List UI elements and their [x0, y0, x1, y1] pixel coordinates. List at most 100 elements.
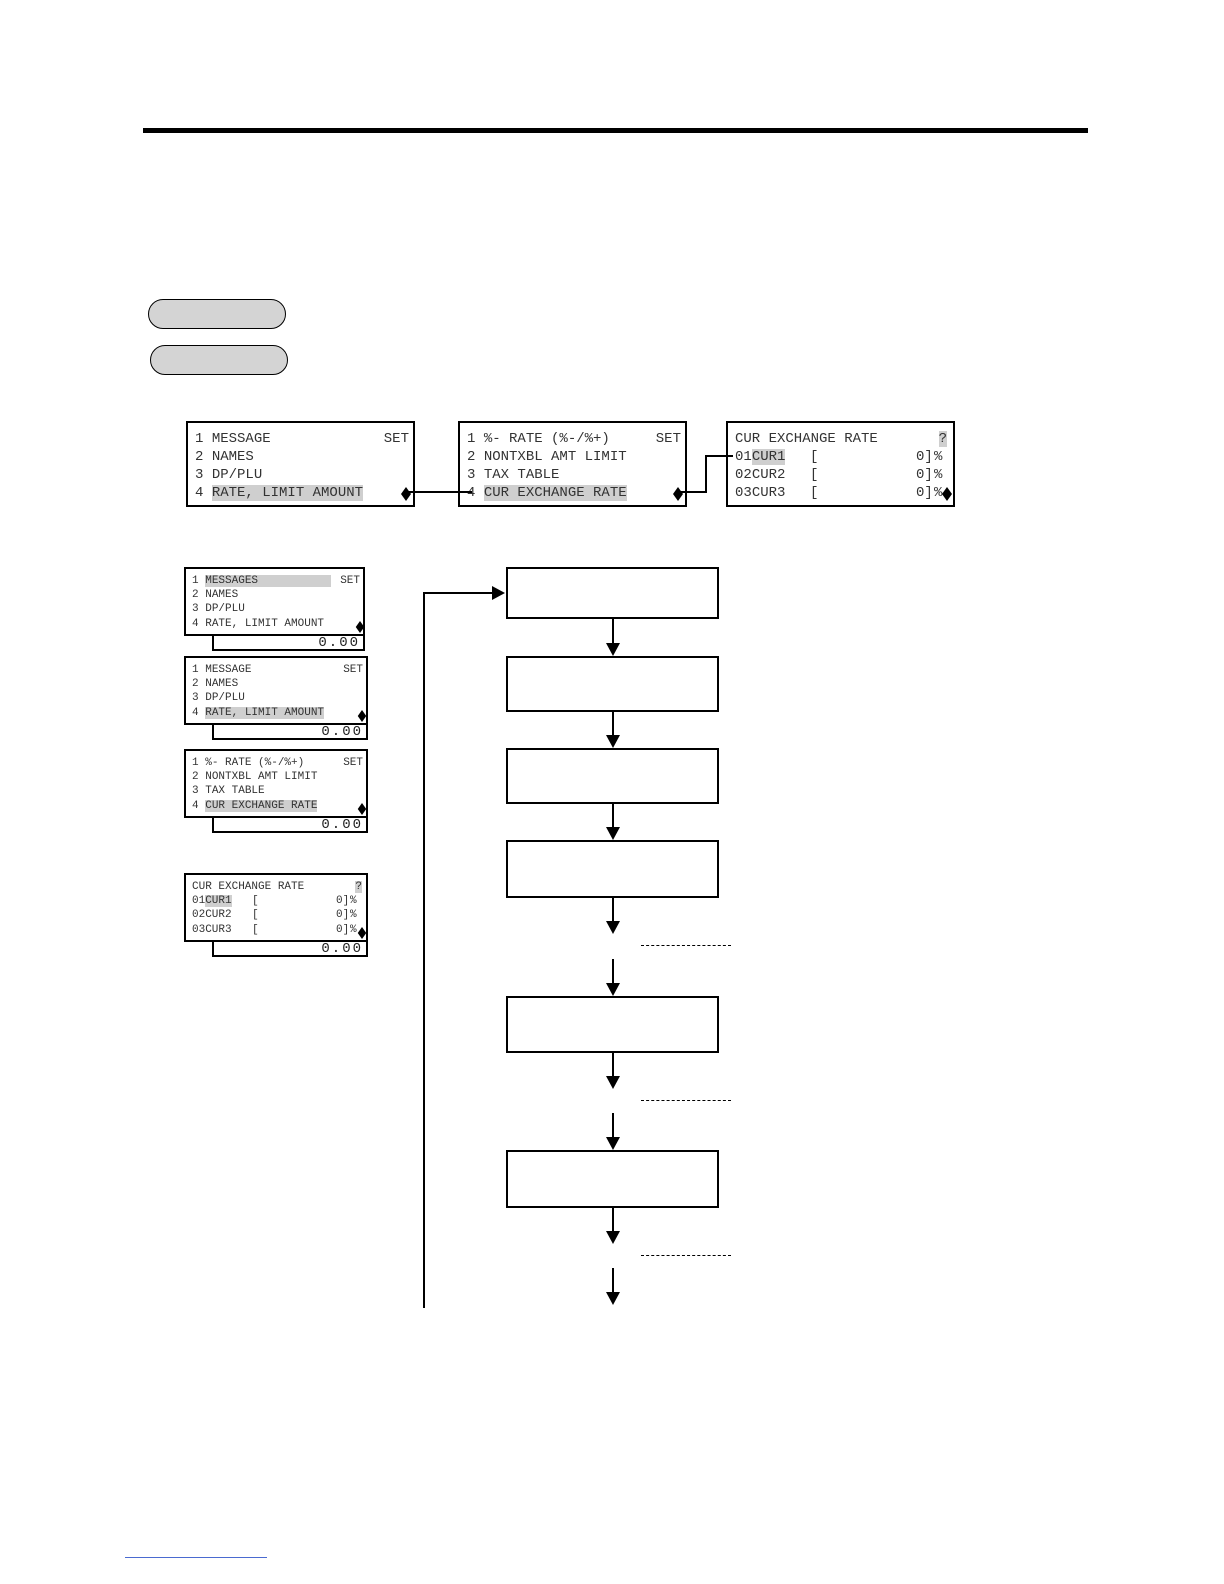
key-pill-2	[150, 345, 288, 375]
lcd-line: 1 MESSAGE	[192, 664, 252, 676]
unit: %	[934, 449, 943, 465]
amount-display: 0.00	[212, 942, 368, 957]
bracket: [	[252, 924, 259, 936]
lcd-line-selected: 1 MESSAGES	[192, 575, 331, 587]
flow-line	[612, 898, 614, 922]
rate-value: 0]	[916, 467, 933, 483]
connector-line	[705, 455, 733, 457]
arrow-down-icon	[606, 1231, 620, 1244]
amount-display: 0.00	[212, 636, 365, 651]
flow-step-4	[506, 840, 719, 898]
lcd-line: 1 %- RATE (%-/%+)	[467, 431, 610, 447]
dashed-separator	[641, 1255, 731, 1256]
currency-row: 03CUR3	[735, 485, 786, 501]
rate-value: 0]	[916, 485, 933, 501]
lcd-line: 3 DP/PLU	[192, 603, 245, 615]
arrow-down-icon	[606, 1137, 620, 1150]
unit: %	[934, 485, 943, 501]
lcd-line: 2 NONTXBL AMT LIMIT	[192, 771, 318, 783]
set-label: SET	[655, 431, 681, 447]
flow-line	[612, 1113, 614, 1137]
bracket: [	[810, 485, 819, 501]
loop-back-line	[423, 592, 425, 1308]
flow-line	[612, 804, 614, 828]
scroll-updown-icon	[401, 487, 411, 501]
lcd-title: CUR EXCHANGE RATE	[735, 431, 878, 447]
lcd-line: 3 DP/PLU	[195, 467, 263, 483]
key-pill-1	[148, 299, 286, 329]
lcd-line: 3 DP/PLU	[192, 692, 245, 704]
dashed-separator	[641, 1100, 731, 1101]
arrow-down-icon	[606, 921, 620, 934]
arrow-down-icon	[606, 643, 620, 656]
lcd-line: 2 NONTXBL AMT LIMIT	[467, 449, 627, 465]
flow-step-5	[506, 996, 719, 1053]
connector-line	[705, 455, 707, 493]
scroll-updown-icon	[357, 710, 367, 722]
flow-line	[612, 712, 614, 736]
flow-line	[612, 1268, 614, 1292]
lcd-screen-main-menu: 1 MESSAGE SET 2 NAMES 3 DP/PLU 4 RATE, L…	[186, 421, 415, 507]
dashed-separator	[641, 945, 731, 946]
rate-value: 0]	[336, 895, 350, 907]
lcd-line: 2 NAMES	[192, 589, 239, 601]
lcd-line-selected: 4 CUR EXCHANGE RATE	[467, 485, 627, 501]
lcd-side-screen-4: CUR EXCHANGE RATE ? 01CUR1 [ 0] % 02CUR2…	[184, 873, 368, 942]
lcd-screen-rate-menu: 1 %- RATE (%-/%+) SET 2 NONTXBL AMT LIMI…	[458, 421, 687, 507]
currency-row: 03CUR3	[192, 924, 232, 936]
lcd-side-screen-2: 1 MESSAGE SET 2 NAMES 3 DP/PLU 4 RATE, L…	[184, 656, 368, 725]
unit: %	[350, 924, 357, 936]
rate-value: 0]	[916, 449, 933, 465]
arrow-down-icon	[606, 983, 620, 996]
footer-link-underline	[125, 1557, 267, 1558]
rate-value: 0]	[336, 909, 350, 921]
flow-step-2	[506, 656, 719, 712]
connector-line	[404, 491, 472, 493]
help-mark: ?	[938, 431, 947, 447]
loop-back-line	[423, 592, 493, 594]
help-mark: ?	[355, 881, 362, 893]
bracket: [	[810, 449, 819, 465]
connector-line	[676, 491, 706, 493]
currency-row: 01CUR1	[192, 895, 232, 907]
scroll-updown-icon	[357, 927, 367, 939]
set-label: SET	[340, 575, 360, 587]
flow-step-1	[506, 567, 719, 619]
set-label: SET	[383, 431, 409, 447]
lcd-line-selected: 4 CUR EXCHANGE RATE	[192, 800, 318, 812]
scroll-updown-icon	[357, 803, 367, 815]
lcd-line-selected: 4 RATE, LIMIT AMOUNT	[195, 485, 364, 501]
arrow-right-icon	[492, 586, 505, 600]
amount-display: 0.00	[212, 818, 368, 833]
currency-row: 02CUR2	[735, 467, 786, 483]
lcd-line: 1 MESSAGE	[195, 431, 271, 447]
lcd-line: 2 NAMES	[195, 449, 254, 465]
unit: %	[934, 467, 943, 483]
bracket: [	[252, 909, 259, 921]
lcd-line: 3 TAX TABLE	[192, 785, 265, 797]
scroll-updown-icon	[942, 487, 952, 501]
lcd-side-screen-3: 1 %- RATE (%-/%+) SET 2 NONTXBL AMT LIMI…	[184, 749, 368, 818]
amount-display: 0.00	[212, 725, 368, 740]
lcd-line: 1 %- RATE (%-/%+)	[192, 757, 305, 769]
bracket: [	[810, 467, 819, 483]
flow-step-3	[506, 748, 719, 804]
flow-line	[612, 1053, 614, 1076]
scroll-updown-icon	[355, 621, 365, 633]
set-label: SET	[343, 757, 363, 769]
bracket: [	[252, 895, 259, 907]
set-label: SET	[343, 664, 363, 676]
currency-row: 01CUR1	[735, 449, 786, 465]
header-rule	[143, 128, 1088, 133]
lcd-line: 3 TAX TABLE	[467, 467, 560, 483]
currency-row: 02CUR2	[192, 909, 232, 921]
flow-line	[612, 959, 614, 983]
lcd-line-selected: 4 RATE, LIMIT AMOUNT	[192, 707, 325, 719]
rate-value: 0]	[336, 924, 350, 936]
flow-line	[612, 619, 614, 645]
unit: %	[350, 895, 357, 907]
scroll-updown-icon	[673, 487, 683, 501]
flow-line	[612, 1208, 614, 1231]
arrow-down-icon	[606, 735, 620, 748]
lcd-screen-cur-exchange: CUR EXCHANGE RATE ? 01CUR1 [ 0] % 02CUR2…	[726, 421, 955, 507]
